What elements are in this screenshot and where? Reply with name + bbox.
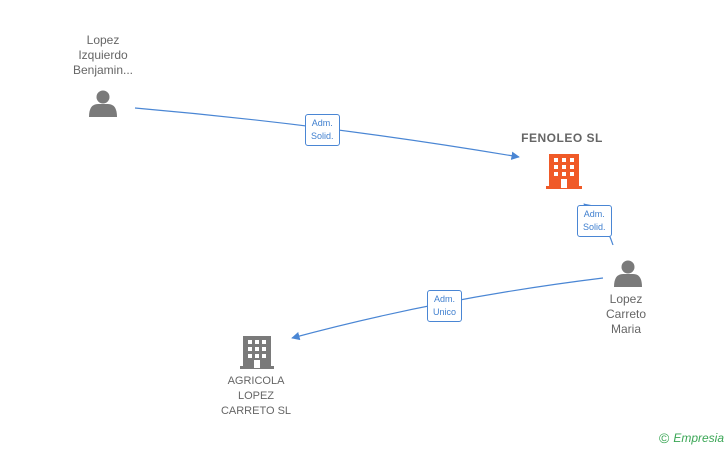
edge-label-adm-solid[interactable]: Adm. Solid. xyxy=(577,205,612,237)
label-line: LOPEZ xyxy=(237,390,275,402)
badge-line: Adm. xyxy=(311,118,333,128)
label-line: Izquierdo xyxy=(78,48,128,62)
empresia-watermark: © Empresia xyxy=(659,430,724,446)
building-icon[interactable] xyxy=(546,154,582,189)
copyright-icon: © xyxy=(658,430,670,446)
node-label-agricola[interactable]: AGRICOLA LOPEZ CARRETO SL xyxy=(196,374,316,419)
person-icon[interactable] xyxy=(89,90,117,118)
brand-name: Empresia xyxy=(673,431,724,445)
label-line: Maria xyxy=(610,322,641,336)
label-line: AGRICOLA xyxy=(227,375,285,387)
badge-line: Adm. xyxy=(434,294,456,304)
label-line: Benjamin... xyxy=(72,63,134,77)
edge-label-adm-unico[interactable]: Adm. Unico xyxy=(427,290,463,322)
badge-line: Adm. xyxy=(583,209,605,219)
label-line: Carreto xyxy=(605,307,646,321)
badge-line: Solid. xyxy=(583,222,606,232)
person-icon[interactable] xyxy=(614,260,642,288)
label-line: Lopez xyxy=(86,33,120,47)
edge-label-adm-solid[interactable]: Adm. Solid. xyxy=(305,114,340,146)
label-line: CARRETO SL xyxy=(220,405,292,417)
label-line: Lopez xyxy=(609,292,643,306)
node-label-lopez-izquierdo[interactable]: Lopez Izquierdo Benjamin... xyxy=(53,33,153,78)
node-label-lopez-carreto[interactable]: Lopez Carreto Maria xyxy=(586,292,666,337)
node-label-fenoleo[interactable]: FENOLEO SL xyxy=(521,131,603,145)
badge-line: Unico xyxy=(433,307,457,317)
badge-line: Solid. xyxy=(311,131,334,141)
building-icon[interactable] xyxy=(240,336,274,369)
